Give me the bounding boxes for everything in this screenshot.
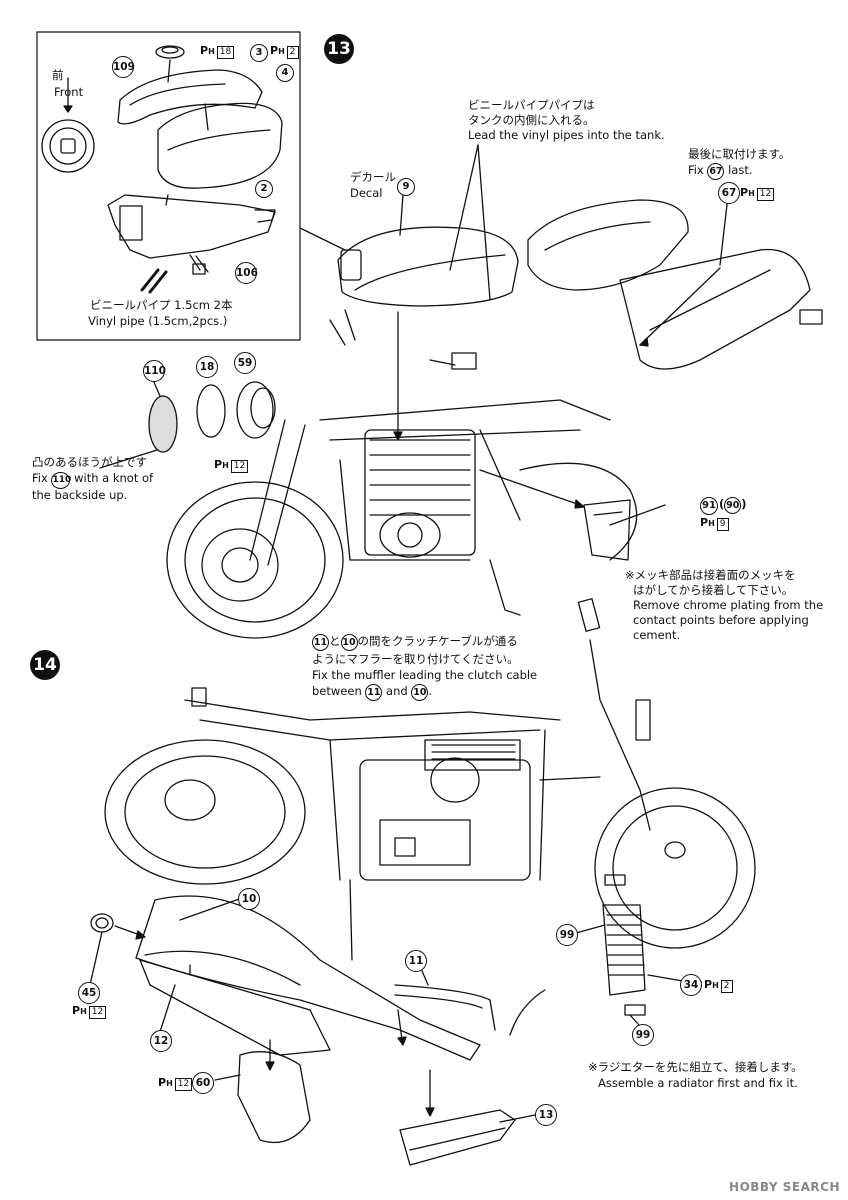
part-67: 67	[718, 182, 740, 204]
muffler-note-en-1: Fix the muffler leading the clutch cable	[312, 668, 538, 682]
step-13-badge: 13	[324, 34, 354, 64]
part-34: 34	[680, 974, 702, 996]
front-label-en: Front	[54, 85, 84, 99]
fix-last-jp: 最後に取付けます。	[688, 147, 791, 161]
chrome-note-jp-2: はがしてから接着して下さい。	[633, 583, 794, 597]
step13-motorcycle	[99, 144, 823, 639]
knot-note-jp: 凸のあるほうが上です	[32, 455, 147, 469]
step-14-badge: 14	[30, 650, 60, 680]
vinyl-pipe-en: Vinyl pipe (1.5cm,2pcs.)	[88, 314, 228, 328]
chrome-note-jp-1: ※メッキ部品は接着面のメッキを	[625, 568, 796, 582]
knot-note-en-2: the backside up.	[32, 488, 128, 502]
part-18: 18	[196, 356, 218, 378]
chrome-note-en-2: contact points before applying	[633, 613, 809, 627]
part-99-bottom: 99	[632, 1024, 654, 1046]
decal-jp: デカール	[350, 170, 396, 184]
part-109: 109	[112, 56, 135, 78]
part-9: 9	[397, 178, 415, 196]
inset-tank-base	[107, 194, 276, 275]
fix-last-en: Fix 67 last.	[688, 163, 753, 180]
part-110: 110	[143, 360, 166, 382]
part-10: 10	[238, 888, 260, 910]
chrome-note-en-1: Remove chrome plating from the	[633, 598, 824, 612]
part-12: 12	[150, 1030, 172, 1052]
part-59: 59	[234, 352, 256, 374]
inset-vinyl-pipes	[140, 268, 168, 294]
knot-note-en-1: Fix 110 with a knot of	[32, 471, 153, 489]
muffler-note-jp-2: ようにマフラーを取り付けてください。	[312, 652, 519, 666]
decal-en: Decal	[350, 186, 383, 200]
part-106: 106	[235, 262, 258, 284]
inset-tank-cover	[117, 45, 263, 125]
part-11: 11	[405, 950, 427, 972]
inset-cap-front-view	[41, 77, 95, 173]
step14-motorcycle	[89, 598, 756, 1166]
part-90: (90)	[719, 497, 747, 514]
lead-pipes-en: Lead the vinyl pipes into the tank.	[468, 128, 665, 142]
lead-pipes-jp-1: ビニールパイプパイプは	[468, 98, 595, 112]
part-3: 3	[250, 44, 268, 62]
part-4: 4	[276, 64, 294, 82]
part-13: 13	[535, 1104, 557, 1126]
radiator-note-jp: ※ラジエターを先に組立て、接着します。	[588, 1060, 803, 1074]
lead-pipes-jp-2: タンクの内側に入れる。	[468, 113, 595, 127]
radiator-note-en: Assemble a radiator first and fix it.	[598, 1076, 798, 1090]
chrome-note-en-3: cement.	[633, 628, 681, 642]
watermark: HOBBY SEARCH	[729, 1180, 840, 1194]
inset-tank	[157, 102, 283, 189]
part-60: 60	[192, 1072, 214, 1094]
part-45: 45	[78, 982, 100, 1004]
vinyl-pipe-jp: ビニールパイプ 1.5cm 2本	[90, 298, 233, 312]
part-99-top: 99	[556, 924, 578, 946]
muffler-note-en-2: between 11 and 10.	[312, 684, 432, 701]
part-2: 2	[255, 180, 273, 198]
front-label-jp: 前	[52, 68, 64, 82]
inset-frame	[36, 31, 301, 341]
part-91: 91	[700, 497, 718, 515]
